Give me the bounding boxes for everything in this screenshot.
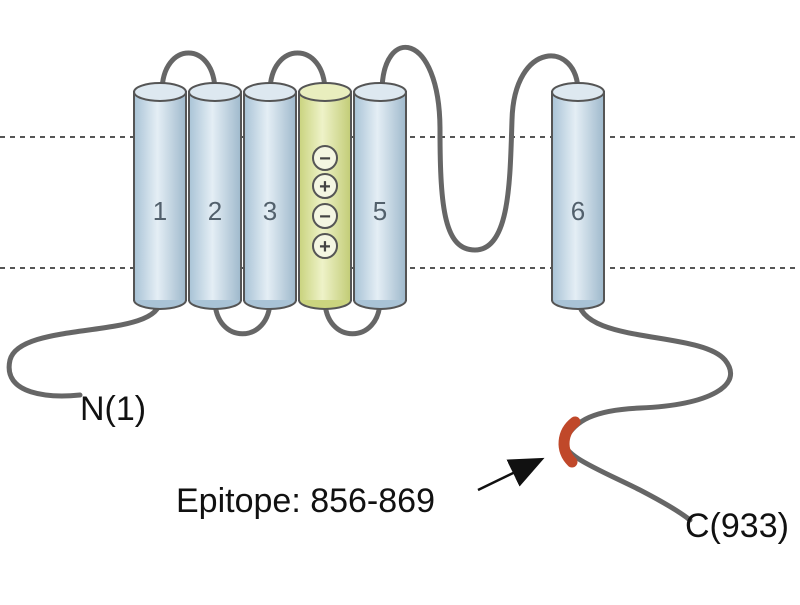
helix-3: 3 [243,82,297,310]
helix-top-cap [243,82,297,102]
loop-1-2 [159,50,218,95]
helix-body-cover [300,290,350,300]
helix-number-label: 2 [208,196,222,226]
helix-body [188,91,242,301]
helix-top-cap [551,82,605,102]
transmembrane-helices: 1 2 3 − + − +5 6 [133,82,605,310]
epitope-arrow [477,457,545,492]
loop-4-5 [322,297,383,337]
epitope-segment [558,416,581,468]
helix-body-cover [553,290,603,300]
helix-6: 6 [551,82,605,310]
charge-sign: − [319,206,331,228]
negative-charge-icon [312,145,338,171]
pore-loop [379,44,581,253]
helix-number-label: 3 [263,196,277,226]
helix-top-cap [188,82,242,102]
loop-3-4 [267,50,328,95]
helix-top-cap [298,82,352,102]
helix-top-cap [133,82,187,102]
positive-charge-icon [312,173,338,199]
charge-sign: + [319,176,331,198]
positive-charge-icon [312,233,338,259]
c-terminal-tail [562,295,733,523]
helix-body [243,91,297,301]
loop-2-3 [212,297,273,337]
helix-4-voltage-sensor: − + − + [298,82,352,310]
helix-number-label: 1 [153,196,167,226]
helix-body-cover [135,290,185,300]
helix-1: 1 [133,82,187,310]
helix-body-cover [355,290,405,300]
helix-body-cover [190,290,240,300]
helix-5: 5 [353,82,407,310]
charge-sign: + [319,236,331,258]
helix-body [551,91,605,301]
helix-number-label: 6 [571,196,585,226]
helix-body [298,91,352,301]
helix-number-label: 5 [373,196,387,226]
n-terminal-tail [6,297,163,399]
helix-body-cover [245,290,295,300]
helix-body [353,91,407,301]
helix-2: 2 [188,82,242,310]
c-terminus-label: C(933) [685,507,789,545]
charge-sign: − [319,148,331,170]
epitope-label: Epitope: 856-869 [176,482,435,520]
negative-charge-icon [312,203,338,229]
n-terminus-label: N(1) [80,390,146,428]
helix-top-cap [353,82,407,102]
loops [6,44,733,523]
